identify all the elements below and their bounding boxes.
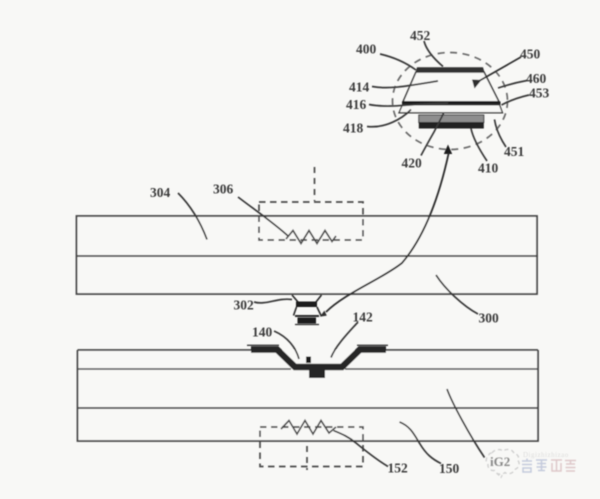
svg-text:410: 410 <box>478 161 499 176</box>
svg-text:300: 300 <box>479 311 500 326</box>
svg-text:450: 450 <box>520 47 541 62</box>
svg-text:418: 418 <box>343 121 364 136</box>
svg-text:306: 306 <box>213 182 234 197</box>
svg-text:460: 460 <box>526 71 547 86</box>
svg-text:453: 453 <box>529 86 550 101</box>
svg-text:414: 414 <box>349 80 370 95</box>
svg-text:451: 451 <box>504 144 525 159</box>
svg-text:Digizhizhizao: Digizhizhizao <box>523 451 569 459</box>
svg-text:iG2: iG2 <box>490 454 510 469</box>
svg-text:420: 420 <box>402 156 423 171</box>
svg-text:150: 150 <box>439 461 460 476</box>
svg-text:152: 152 <box>388 461 409 476</box>
svg-text:400: 400 <box>356 42 377 57</box>
svg-text:302: 302 <box>234 298 255 313</box>
svg-text:416: 416 <box>346 97 367 112</box>
svg-text:304: 304 <box>150 185 171 200</box>
svg-text:140: 140 <box>252 325 273 340</box>
svg-text:142: 142 <box>353 310 374 325</box>
svg-text:452: 452 <box>410 28 431 43</box>
